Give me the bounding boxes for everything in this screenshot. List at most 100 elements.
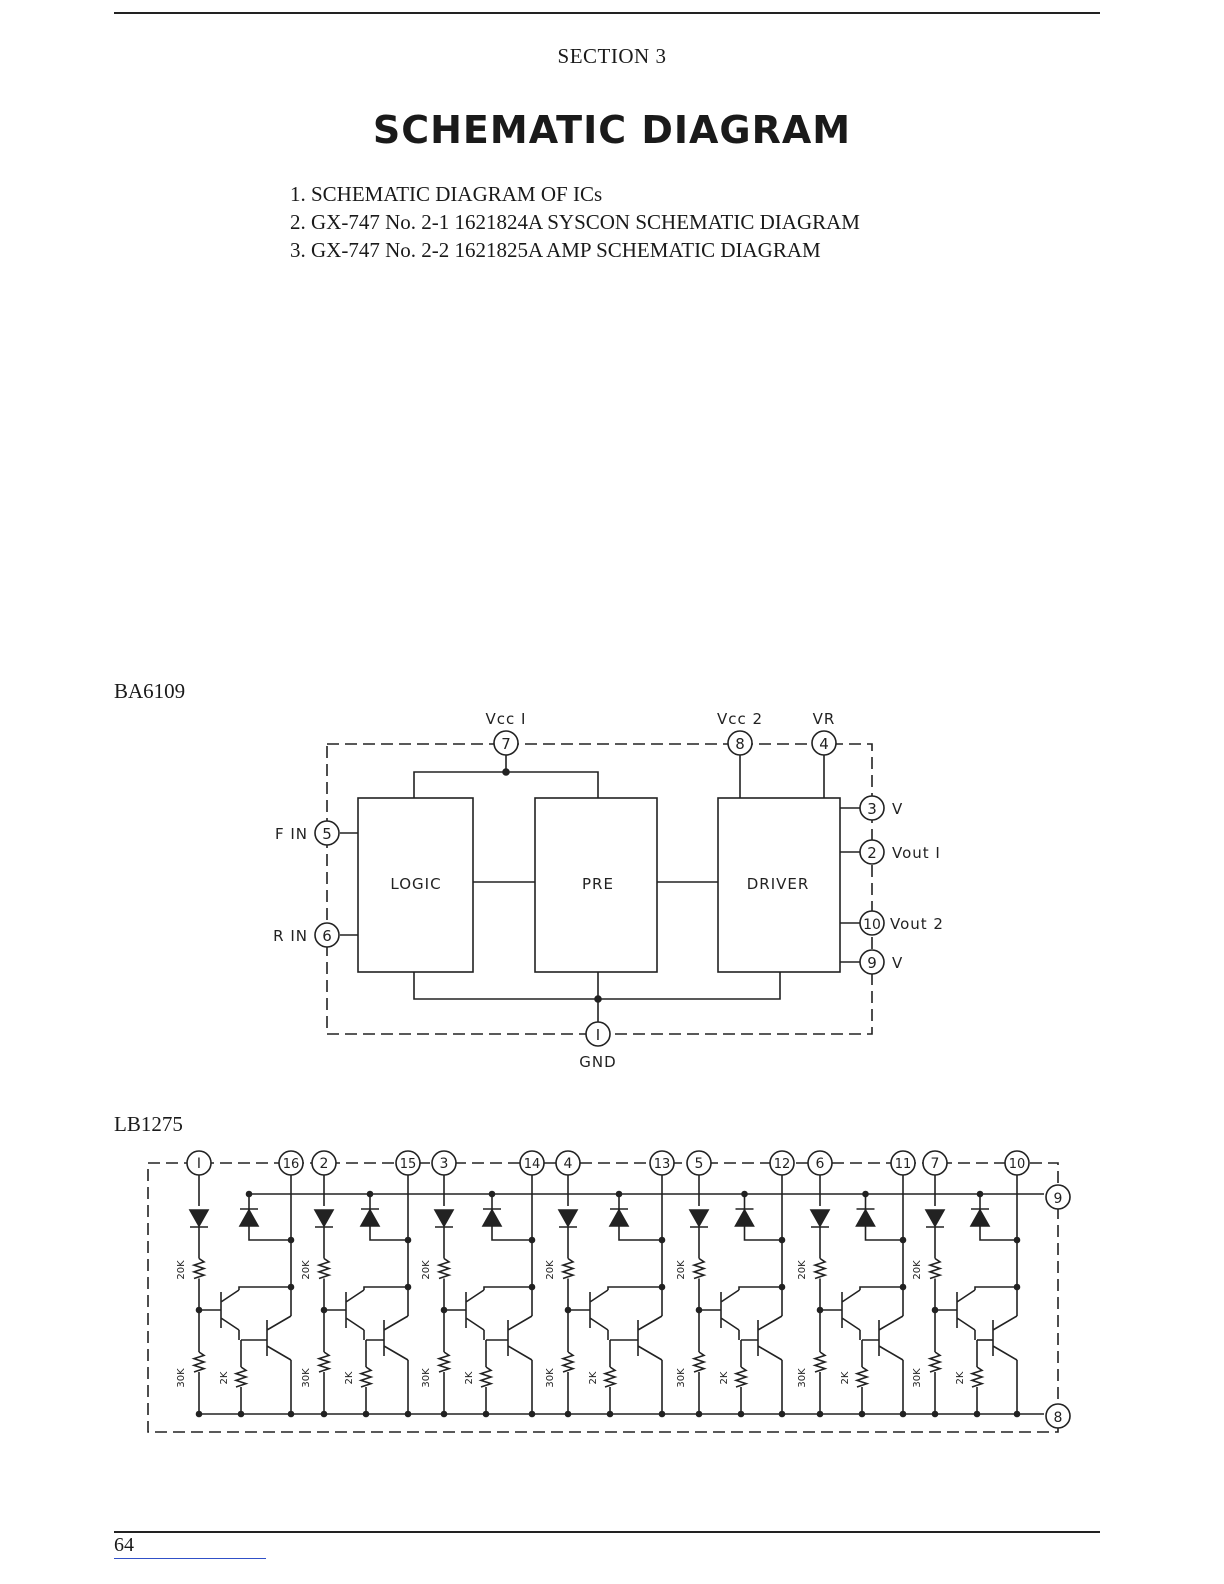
vout2-label: Vout 2 bbox=[890, 915, 944, 933]
transistor-q1 bbox=[345, 1289, 365, 1331]
resistor-label-pulldown: 30K bbox=[545, 1368, 556, 1388]
contents-item: 3. GX-747 No. 2-2 1621825A AMP SCHEMATIC… bbox=[290, 238, 821, 262]
resistor-label-emitter: 2K bbox=[955, 1371, 966, 1384]
transistor-q2 bbox=[266, 1315, 292, 1361]
transistor-channel: 20K 30K 2K bbox=[797, 1175, 907, 1418]
v9-label: V bbox=[892, 954, 903, 972]
package-outline bbox=[147, 1162, 1059, 1433]
pin-vout2: 10 bbox=[859, 910, 885, 936]
resistor-label-emitter: 2K bbox=[840, 1371, 851, 1384]
top-rule bbox=[114, 12, 1100, 14]
pin-16: 16 bbox=[278, 1150, 304, 1176]
page-title: SCHEMATIC DIAGRAM bbox=[372, 108, 852, 152]
pin-3: 3 bbox=[431, 1150, 457, 1176]
driver-block bbox=[717, 797, 841, 973]
svg-text:7: 7 bbox=[501, 735, 511, 753]
input-diode bbox=[924, 1209, 946, 1228]
lb1275-diagram: 20K 30K 2K 20K 30K 2K 20K 30K 2K 20K 30K 2K 20K 30K 2K… bbox=[147, 1150, 1071, 1433]
pin-vcc1: 7 bbox=[493, 730, 519, 756]
svg-text:8: 8 bbox=[735, 735, 745, 753]
pre-label: PRE bbox=[582, 875, 614, 893]
pin-4: 4 bbox=[555, 1150, 581, 1176]
transistor-q2 bbox=[878, 1315, 904, 1361]
svg-text:5: 5 bbox=[322, 825, 332, 843]
pin-2: 2 bbox=[311, 1150, 337, 1176]
transistor-q1 bbox=[841, 1289, 861, 1331]
transistor-q1 bbox=[220, 1289, 240, 1331]
transistor-q1 bbox=[465, 1289, 485, 1331]
pin-7: 7 bbox=[922, 1150, 948, 1176]
resistor-label-base: 20K bbox=[676, 1260, 687, 1280]
svg-text:16: 16 bbox=[283, 1157, 300, 1172]
svg-text:7: 7 bbox=[931, 1156, 940, 1172]
resistor-label-pulldown: 30K bbox=[421, 1368, 432, 1388]
pin-rin: 6 bbox=[314, 922, 340, 948]
pin-v3: 3 bbox=[859, 795, 885, 821]
clamp-diode bbox=[481, 1208, 503, 1227]
logic-block bbox=[357, 797, 474, 973]
svg-text:4: 4 bbox=[819, 735, 829, 753]
pin-5: 5 bbox=[686, 1150, 712, 1176]
resistor-label-pulldown: 30K bbox=[912, 1368, 923, 1388]
svg-text:5: 5 bbox=[695, 1156, 704, 1172]
transistor-q2 bbox=[757, 1315, 783, 1361]
transistor-channel: 20K 30K 2K bbox=[421, 1175, 536, 1418]
svg-text:10: 10 bbox=[1009, 1157, 1026, 1172]
clamp-diode bbox=[734, 1208, 755, 1227]
svg-text:I: I bbox=[197, 1156, 201, 1172]
fin-label: F IN bbox=[275, 825, 308, 843]
pin-vcc2: 8 bbox=[727, 730, 753, 756]
input-diode bbox=[809, 1209, 831, 1228]
resistor-label-base: 20K bbox=[421, 1260, 432, 1280]
input-diode bbox=[313, 1209, 335, 1228]
input-diode bbox=[688, 1209, 710, 1228]
resistor-label-emitter: 2K bbox=[588, 1371, 599, 1384]
transistor-q2 bbox=[637, 1315, 663, 1361]
pin-gnd: I bbox=[585, 1021, 611, 1047]
pin-10: 10 bbox=[1004, 1150, 1030, 1176]
resistor-label-base: 20K bbox=[301, 1260, 312, 1280]
resistor-label-base: 20K bbox=[797, 1260, 808, 1280]
gnd-label: GND bbox=[579, 1053, 616, 1071]
resistor-label-emitter: 2K bbox=[464, 1371, 475, 1384]
svg-text:6: 6 bbox=[816, 1156, 825, 1172]
pin-12: 12 bbox=[769, 1150, 795, 1176]
rin-label: R IN bbox=[273, 927, 308, 945]
lb1275-label: LB1275 bbox=[114, 1112, 183, 1136]
svg-text:I: I bbox=[596, 1026, 600, 1044]
resistor-label-pulldown: 30K bbox=[797, 1368, 808, 1388]
transistor-q1 bbox=[956, 1289, 976, 1331]
resistor-label-pulldown: 30K bbox=[176, 1368, 187, 1388]
logic-label: LOGIC bbox=[390, 875, 441, 893]
pin-11: 11 bbox=[890, 1150, 916, 1176]
svg-text:4: 4 bbox=[564, 1156, 573, 1172]
resistor-label-base: 20K bbox=[176, 1260, 187, 1280]
transistor-q1 bbox=[589, 1289, 609, 1331]
pin-13: 13 bbox=[649, 1150, 675, 1176]
transistor-q2 bbox=[383, 1315, 409, 1361]
ba6109-label: BA6109 bbox=[114, 679, 186, 703]
ba6109-diagram: 7 8 4 5 6 3 2 10 9 I LOGIC PRE DRIVER V bbox=[273, 710, 944, 1071]
svg-text:13: 13 bbox=[654, 1157, 671, 1172]
clamp-diode bbox=[969, 1208, 991, 1227]
pin-8: 8 bbox=[1045, 1403, 1071, 1429]
svg-text:12: 12 bbox=[774, 1157, 791, 1172]
resistor-label-pulldown: 30K bbox=[676, 1368, 687, 1388]
svg-text:14: 14 bbox=[524, 1157, 541, 1172]
pin-vout1: 2 bbox=[859, 839, 885, 865]
resistor-label-emitter: 2K bbox=[719, 1371, 730, 1384]
vcc1-label: Vcc I bbox=[486, 710, 527, 728]
pin-6: 6 bbox=[807, 1150, 833, 1176]
input-diode bbox=[188, 1209, 210, 1228]
pre-block bbox=[534, 797, 658, 973]
vr-label: VR bbox=[813, 710, 836, 728]
transistor-q2 bbox=[992, 1315, 1018, 1361]
contents-list: 1. SCHEMATIC DIAGRAM OF ICs 2. GX-747 No… bbox=[290, 180, 860, 264]
resistor-label-emitter: 2K bbox=[344, 1371, 355, 1384]
vcc2-label: Vcc 2 bbox=[717, 710, 763, 728]
svg-text:15: 15 bbox=[400, 1157, 417, 1172]
svg-text:3: 3 bbox=[867, 800, 877, 818]
input-diode bbox=[557, 1209, 579, 1228]
